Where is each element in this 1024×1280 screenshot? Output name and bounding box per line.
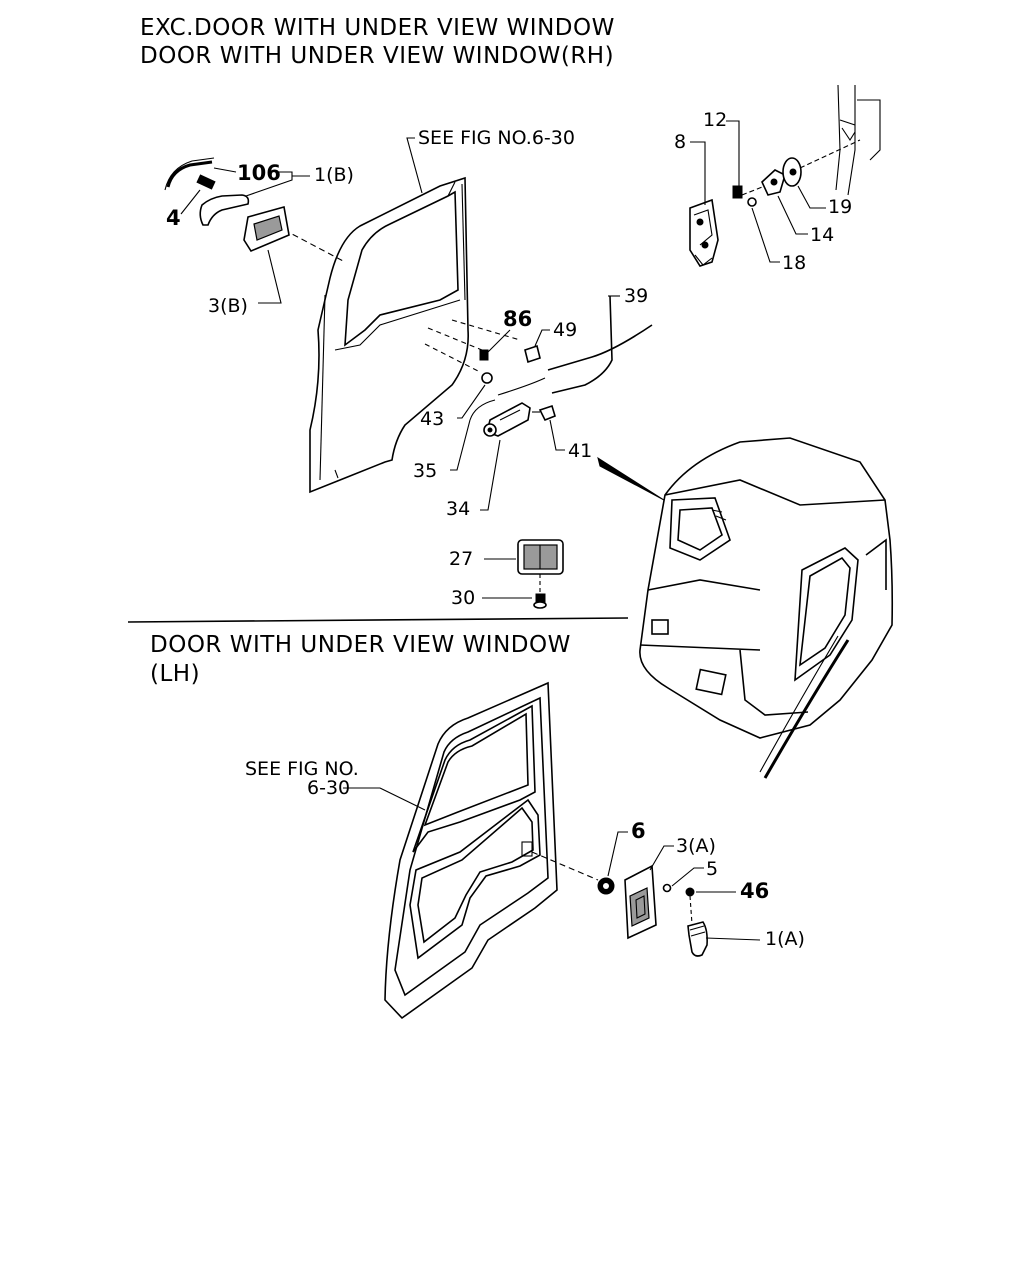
callout-3a: 3(A)	[676, 835, 716, 857]
part-5-washer-icon	[662, 883, 672, 893]
callout-18: 18	[782, 252, 806, 274]
part-3b-plate-icon	[243, 205, 290, 252]
callout-106: 106	[237, 161, 281, 185]
part-19-plate-icon	[782, 157, 802, 187]
callout-86: 86	[503, 307, 532, 331]
part-1a-handle-icon	[687, 921, 708, 957]
part-12-screw-icon	[732, 185, 743, 199]
part-39-cable-icon	[551, 295, 613, 394]
callout-43: 43	[420, 408, 444, 430]
part-14-striker-icon	[761, 169, 786, 196]
callout-1a: 1(A)	[765, 928, 805, 950]
part-43-nut-icon	[481, 372, 493, 384]
pillar-fragment	[799, 84, 881, 196]
callout-19: 19	[828, 196, 852, 218]
title-rh-line2: DOOR WITH UNDER VIEW WINDOW(RH)	[140, 43, 614, 69]
callout-4: 4	[166, 206, 181, 230]
callout-34: 34	[446, 498, 470, 520]
callout-8: 8	[674, 131, 686, 153]
callout-30: 30	[451, 587, 475, 609]
section-divider	[127, 617, 629, 623]
callout-35: 35	[413, 460, 437, 482]
part-41-screw-icon	[532, 404, 556, 422]
rh-door-panel	[309, 176, 469, 494]
part-106-icon	[166, 160, 213, 188]
part-34-inner-handle-icon	[483, 402, 531, 437]
callout-49: 49	[553, 319, 577, 341]
callout-39: 39	[624, 285, 648, 307]
callout-14: 14	[810, 224, 834, 246]
part-30-screw-icon	[533, 593, 547, 609]
part-86-clip-icon	[479, 349, 489, 361]
callout-41: 41	[568, 440, 592, 462]
part-18-washer-icon	[747, 197, 757, 207]
part-8-lock-body-icon	[689, 198, 719, 267]
part-4-screw-icon	[196, 174, 216, 190]
title-rh-line1: EXC.DOOR WITH UNDER VIEW WINDOW	[140, 15, 615, 41]
callout-46: 46	[740, 879, 769, 903]
callout-6: 6	[631, 819, 646, 843]
lh-see-fig-reference-line2: 6-30	[307, 777, 350, 799]
title-lh-line2: (LH)	[150, 661, 200, 687]
part-49-clip-icon	[524, 344, 541, 364]
title-lh-line1: DOOR WITH UNDER VIEW WINDOW	[150, 632, 571, 658]
callout-12: 12	[703, 109, 727, 131]
lh-see-fig-reference-line1: SEE FIG NO.	[245, 758, 359, 780]
indicator-arrow-icon	[597, 456, 665, 501]
callout-5: 5	[706, 858, 718, 880]
cab-overview	[639, 437, 894, 779]
callout-1b: 1(B)	[314, 164, 354, 186]
callout-3b: 3(B)	[208, 295, 248, 317]
part-1b-handle-icon	[199, 194, 250, 226]
part-6-nut-icon	[597, 877, 615, 895]
rh-see-fig-reference: SEE FIG NO.6-30	[418, 127, 575, 149]
part-3a-plate-icon	[624, 864, 657, 940]
part-46-screw-icon	[685, 887, 695, 897]
lh-door-panel	[384, 681, 558, 1020]
callout-27: 27	[449, 548, 473, 570]
part-27-bezel-icon	[517, 539, 564, 575]
